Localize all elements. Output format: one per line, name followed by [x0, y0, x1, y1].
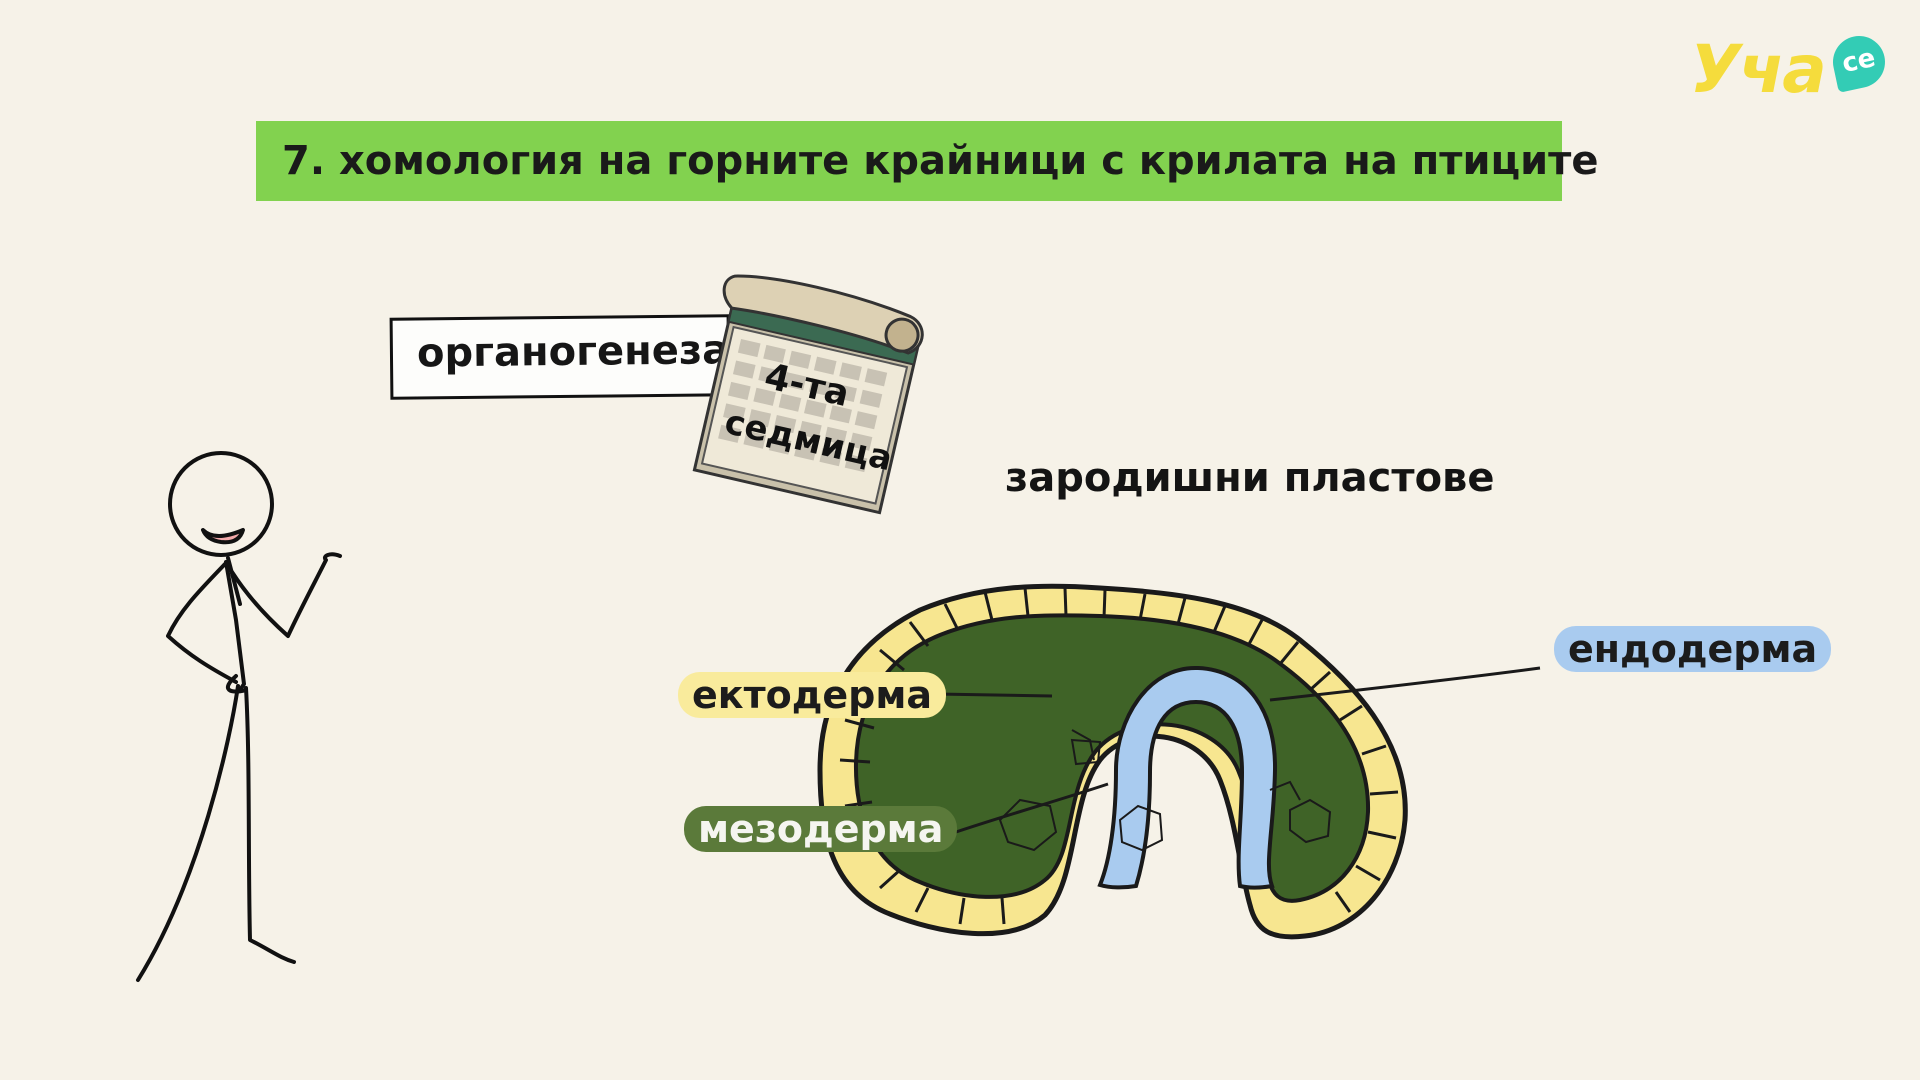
figure-left-leg [136, 684, 240, 982]
figure-right-leg [244, 686, 296, 964]
calendar-icon: 4-та седмица [690, 266, 930, 526]
endoderm-layer [1097, 665, 1278, 890]
figure-right-arm [230, 552, 342, 638]
figure-left-arm [166, 562, 238, 684]
ectoderm-leader-line [935, 692, 1053, 698]
brand-logo: Уча се [1690, 30, 1890, 110]
mesoderm-label: мезодерма [684, 806, 958, 852]
figure-mouth [201, 528, 245, 545]
ectoderm-label: ектодерма [678, 672, 947, 718]
logo-text: Уча [1690, 31, 1827, 108]
endoderm-label: ендодерма [1554, 626, 1832, 672]
figure-head [168, 451, 274, 557]
endoderm-leader-line [1269, 666, 1541, 702]
calendar-drawing [692, 274, 924, 515]
germ-layers-title: зародишни пластове [1005, 455, 1495, 501]
slide-title: 7. хомология на горните крайници с крила… [256, 121, 1598, 201]
mesoderm-leader-line [955, 782, 1109, 834]
